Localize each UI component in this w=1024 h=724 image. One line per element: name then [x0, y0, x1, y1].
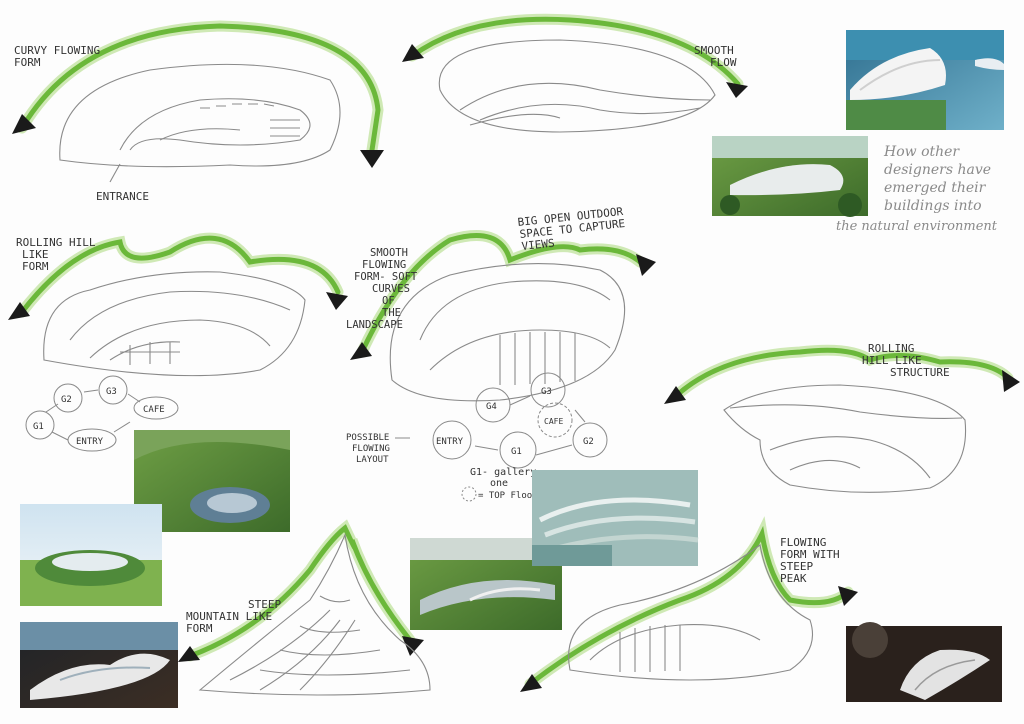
label-smooth-1: SMOOTH [694, 44, 734, 57]
label-gallery-1: G1- gallery [470, 467, 536, 478]
label-smooth-flowing-4: CURVES [372, 283, 410, 295]
node-cafe-left: CAFE [143, 405, 165, 415]
photo-stadium [20, 504, 162, 606]
label-curvy-2: FORM [14, 56, 41, 69]
node-g4-center: G4 [486, 402, 497, 412]
svg-text:designers have: designers have [884, 162, 991, 178]
node-entry-center: ENTRY [436, 437, 464, 447]
label-entrance: ENTRANCE [96, 190, 149, 203]
sketch-rolling-right-building [723, 384, 967, 493]
green-arc-steep [178, 519, 424, 662]
label-peak-1: FLOWING [780, 536, 826, 549]
photo-harbor-building [846, 30, 1004, 130]
sketch-curvy-building [59, 63, 341, 183]
label-smooth-flowing-3: FORM- SOFT [354, 271, 418, 283]
svg-text:How other: How other [883, 144, 960, 160]
label-rolling-right-2: HILL LIKE [862, 354, 922, 367]
photo-aerial-city-landscape [410, 538, 562, 630]
node-g1-left: G1 [33, 422, 44, 432]
photo-terraced-coastline [532, 470, 699, 566]
label-smooth-flowing-7: LANDSCAPE [346, 319, 403, 331]
handwritten-note: How other designers have emerged their b… [836, 144, 998, 234]
label-top-floor: = TOP Floor [478, 491, 538, 501]
label-smooth-flowing-6: THE [382, 307, 401, 319]
label-peak-4: PEAK [780, 572, 807, 585]
label-rolling-left-3: FORM [22, 260, 49, 273]
node-g1-center: G1 [511, 447, 522, 457]
label-smooth-2: FLOW [710, 56, 737, 69]
sketch-center-building [389, 263, 626, 402]
label-gallery-2: one [490, 478, 508, 489]
node-g2-left: G2 [61, 395, 72, 405]
label-rolling-right-3: STRUCTURE [890, 366, 950, 379]
label-possible-3: LAYOUT [356, 455, 389, 465]
sketch-steep-building [198, 533, 431, 696]
green-arc-rolling-right [664, 344, 1020, 404]
label-steep-1: STEEP [248, 598, 281, 611]
label-possible-2: FLOWING [352, 444, 390, 454]
node-entry-left: ENTRY [76, 437, 104, 447]
green-arc-smooth [402, 13, 748, 98]
sketch-rolling-building [43, 271, 306, 377]
sketch-smooth-building [438, 39, 716, 133]
photo-twisted-tower [846, 622, 1002, 702]
photo-dark-sculpted-building [20, 622, 178, 708]
green-arc-rolling-left [8, 232, 348, 320]
node-g3-left: G3 [106, 387, 117, 397]
label-steep-3: FORM [186, 622, 213, 635]
label-steep-2: MOUNTAIN LIKE [186, 610, 272, 623]
green-arc-curvy [12, 20, 384, 168]
sketch-peak-building [568, 544, 814, 681]
photo-forest-building [712, 136, 868, 217]
node-g3-center: G3 [541, 387, 552, 397]
label-peak-2: FORM WITH [780, 548, 840, 561]
label-curvy-1: CURVY FLOWING [14, 44, 100, 57]
label-peak-3: STEEP [780, 560, 813, 573]
label-smooth-flowing-1: SMOOTH [370, 247, 408, 259]
svg-text:emerged their: emerged their [884, 180, 987, 196]
svg-text:the natural environment: the natural environment [836, 219, 998, 234]
layout-diagram-left [25, 375, 179, 452]
green-arc-peak [520, 516, 858, 692]
label-smooth-flowing-5: OF [382, 295, 395, 307]
label-possible-1: POSSIBLE [346, 433, 389, 443]
layout-diagram-center [395, 372, 608, 502]
svg-text:buildings into: buildings into [884, 198, 982, 214]
node-g2-center: G2 [583, 437, 594, 447]
label-big-open-3: VIEWS [521, 237, 555, 253]
label-rolling-left-2: LIKE [22, 248, 49, 261]
photo-green-hill-roof [134, 430, 290, 532]
node-cafe-center: CAFE [544, 417, 563, 426]
label-smooth-flowing-2: FLOWING [362, 259, 406, 271]
green-arc-center [350, 230, 656, 360]
label-rolling-right-1: ROLLING [868, 342, 914, 355]
label-rolling-left-1: ROLLING HILL [16, 236, 96, 249]
